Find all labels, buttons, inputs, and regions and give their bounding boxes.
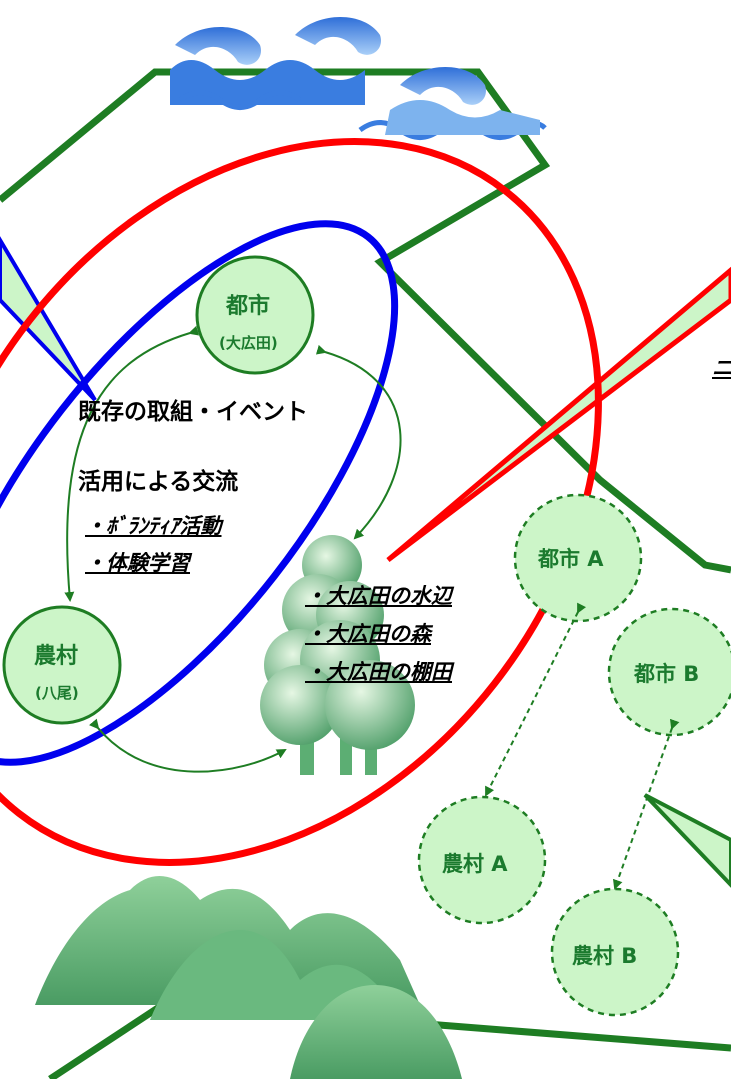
- center-city-label: 都市: [226, 294, 271, 319]
- arrow-city-forest: [315, 344, 402, 540]
- village-b-node: [550, 887, 680, 1017]
- blue-ring: [0, 220, 399, 766]
- arrow-city-village: [64, 325, 200, 602]
- center-city-sublabel: (大広田): [219, 334, 278, 352]
- resource-waterside: ・大広田の水辺: [305, 584, 452, 608]
- exchange-heading-line2: 活用による交流: [78, 469, 239, 495]
- city-b-label: 都市 B: [634, 662, 700, 686]
- green-callout-tail: [643, 793, 731, 888]
- arrow-village-forest: [89, 718, 287, 773]
- exchange-item-volunteer: ・ﾎﾞﾗﾝﾃｨｱ活動: [85, 514, 222, 538]
- red-ring: [0, 138, 602, 866]
- village-a-label: 農村 A: [442, 852, 508, 876]
- city-a-node: [513, 493, 643, 623]
- resource-forest: ・大広田の森: [305, 622, 431, 646]
- city-b-node: [607, 607, 731, 737]
- cutoff-text: ニ: [712, 356, 731, 380]
- center-village-label: 農村: [34, 644, 79, 669]
- resource-rice-terraces: ・大広田の棚田: [305, 660, 452, 684]
- city-a-label: 都市 A: [538, 547, 604, 571]
- arrow-city-a-village-a: [485, 602, 587, 797]
- center-village-sublabel: (八尾): [35, 684, 79, 702]
- center-city-node: [195, 255, 315, 375]
- exchange-heading-line1: 既存の取組・イベント: [78, 399, 308, 425]
- arrow-city-b-village-b: [612, 718, 680, 890]
- red-callout-tail: [386, 266, 731, 562]
- wave-illustration: [170, 16, 547, 140]
- center-village-node: [2, 605, 122, 725]
- mountain-illustration: [35, 876, 462, 1079]
- exchange-item-experience: ・体験学習: [85, 551, 190, 575]
- village-a-node: [417, 795, 547, 925]
- village-b-label: 農村 B: [572, 944, 638, 968]
- forest-illustration: [260, 535, 415, 775]
